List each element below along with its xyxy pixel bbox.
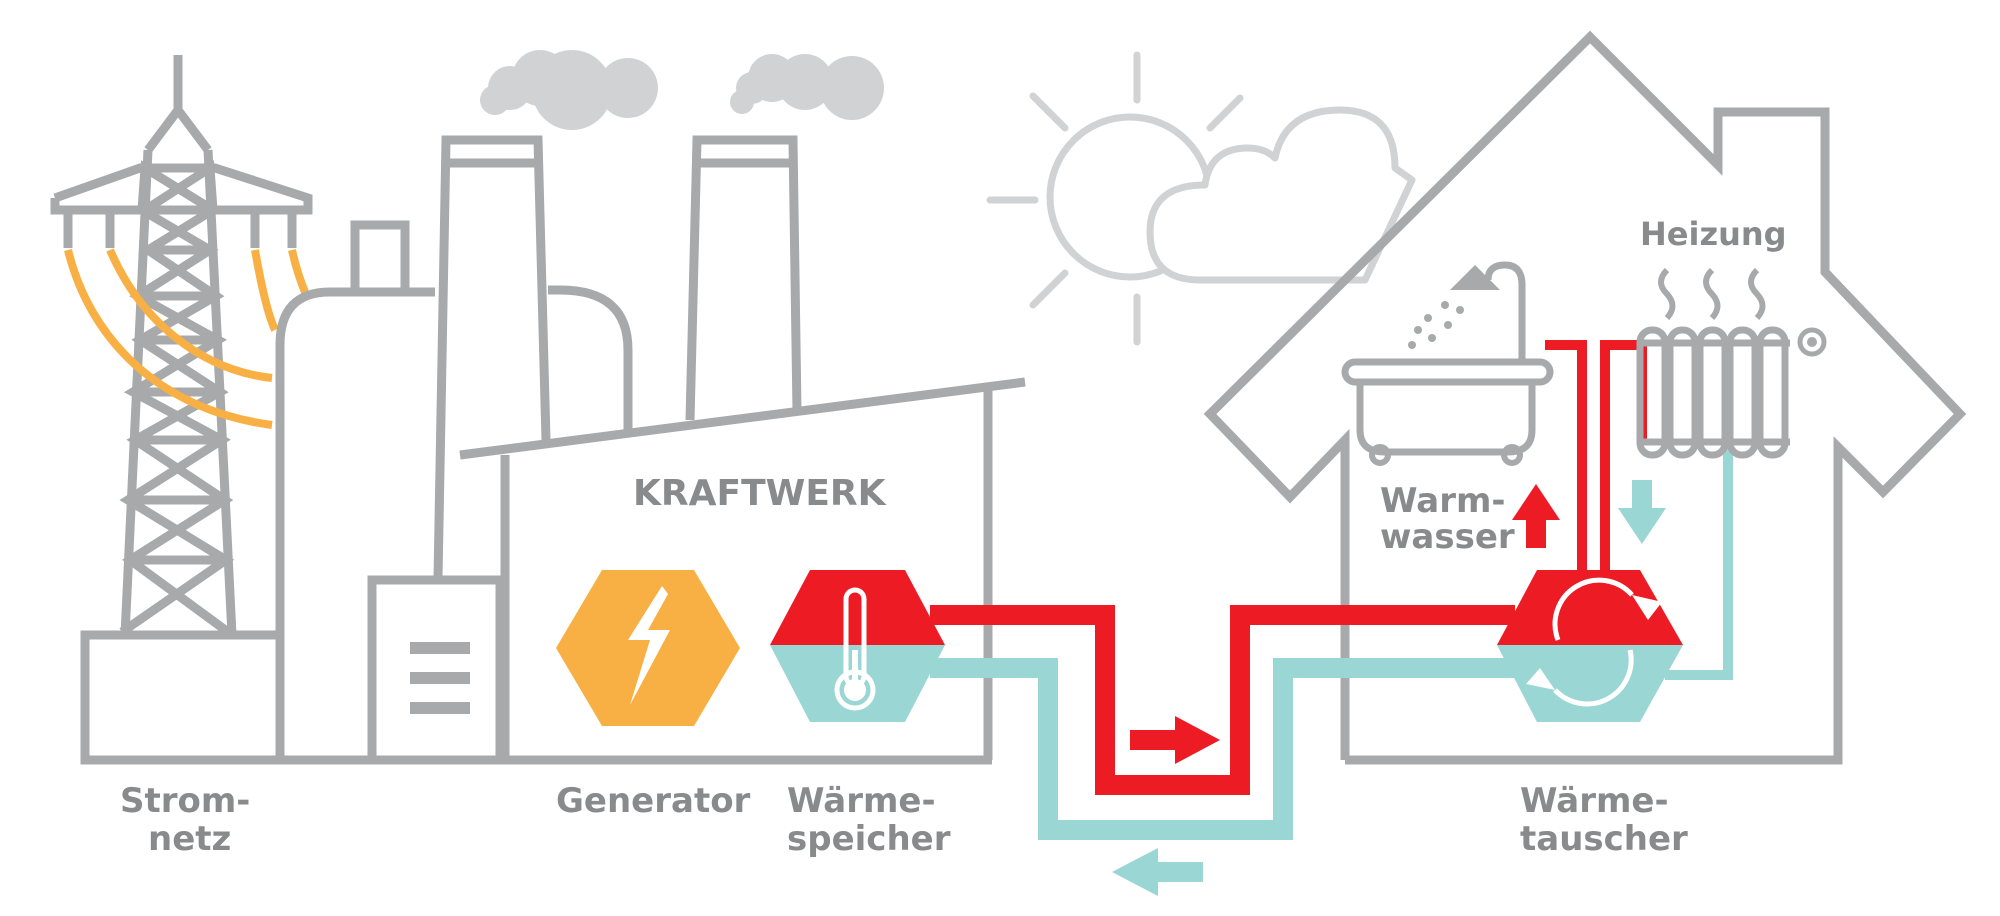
label-warmwasser: wasser	[1380, 517, 1515, 557]
label-heizung: Heizung	[1640, 215, 1787, 253]
house-outline	[1203, 30, 1967, 765]
bathtub-icon	[1341, 358, 1554, 466]
label-generator: Generator	[556, 781, 751, 821]
label-warmwasser: Warm-	[1380, 481, 1506, 521]
cold-water-return-pipe	[930, 658, 1515, 840]
thermometer-icon	[834, 587, 876, 711]
label-stromnetz: netz	[148, 819, 231, 859]
lightning-icon	[628, 586, 670, 705]
heating-return-pipe	[1665, 440, 1733, 680]
label-waermespeicher: speicher	[787, 819, 951, 859]
label-waermetauscher: tauscher	[1520, 819, 1688, 859]
smoke-cloud-icon	[480, 50, 658, 130]
radiator-icon	[1636, 267, 1827, 459]
heat-exchanger	[1497, 570, 1683, 722]
generator-icon	[556, 570, 740, 726]
heating-supply-pipe	[1605, 340, 1647, 440]
power-pylon-icon	[50, 55, 313, 765]
power-plant-building	[275, 135, 1026, 765]
power-wires	[64, 248, 309, 429]
cloud-icon	[1146, 106, 1416, 284]
label-stromnetz: Strom-	[120, 781, 250, 821]
flow-arrow-icon	[1112, 848, 1203, 896]
smoke-cloud-icon	[730, 54, 884, 120]
heat-storage-tank	[770, 570, 945, 722]
shower-icon	[1408, 261, 1526, 362]
label-waermetauscher: Wärme-	[1520, 781, 1669, 821]
flow-arrow-icon	[1130, 716, 1220, 764]
flow-arrow-icon	[1512, 484, 1560, 548]
label-waermespeicher: Wärme-	[787, 781, 936, 821]
label-kraftwerk: KRAFTWERK	[633, 473, 887, 514]
flow-arrow-icon	[1618, 480, 1666, 544]
hot-water-pipe	[930, 605, 1515, 795]
